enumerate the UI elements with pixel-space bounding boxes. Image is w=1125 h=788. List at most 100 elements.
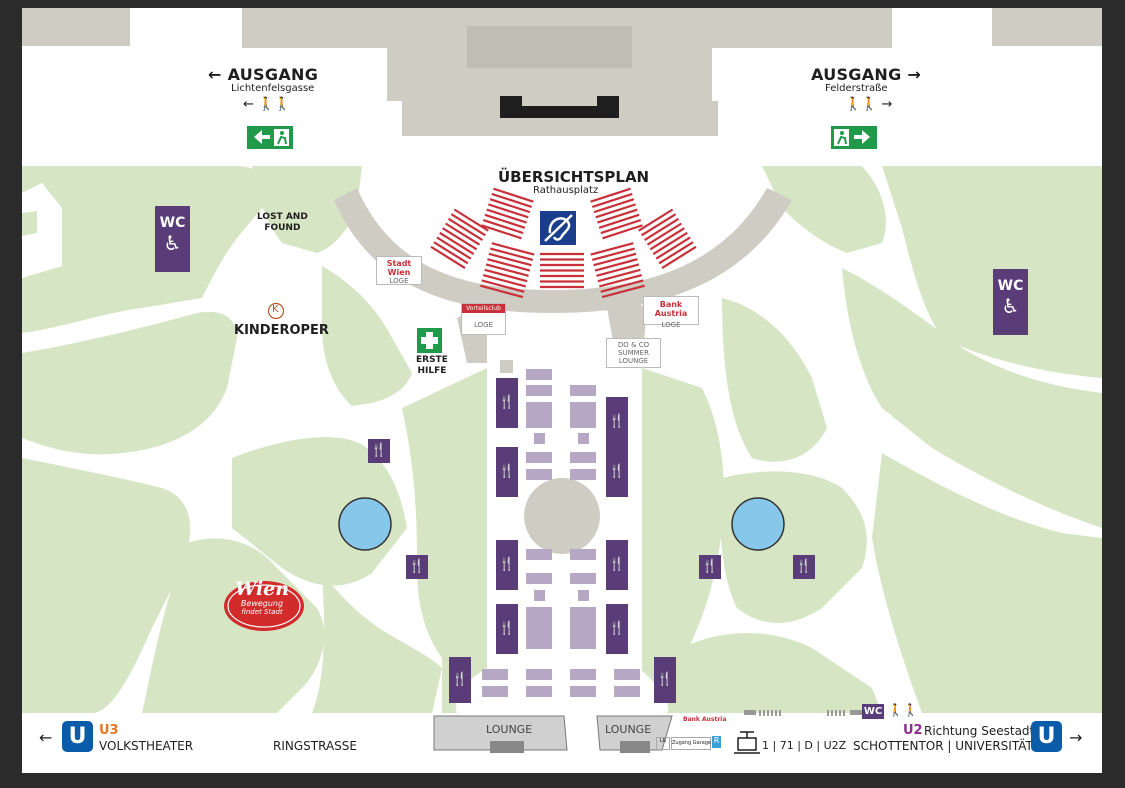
wc-left: WC ♿	[155, 206, 190, 272]
park-areas	[22, 166, 1102, 713]
seat-row	[590, 242, 634, 256]
fountain-left	[338, 497, 392, 551]
fork-icon: 🍴	[496, 604, 518, 654]
stairs-icon-right	[827, 710, 862, 716]
erste-hilfe-label: ERSTE HILFE	[416, 355, 448, 376]
table	[526, 369, 552, 380]
seat-row	[600, 279, 644, 293]
seat-row	[655, 236, 691, 260]
seat-row	[661, 245, 697, 269]
do-co-summer-lounge: DO & CO SUMMER LOUNGE	[606, 338, 661, 368]
tram-icon	[734, 731, 760, 754]
exit-right-title: AUSGANG →	[811, 65, 922, 84]
seat-row	[590, 187, 631, 203]
u3-station-label: VOLKSTHEATER	[99, 739, 194, 753]
seat-row	[600, 219, 642, 235]
table	[500, 360, 513, 373]
u2-stations-label: SCHOTTENTOR | UNIVERSITÄT	[853, 739, 1033, 753]
table	[526, 469, 552, 480]
kinderoper-label: KINDEROPER	[234, 323, 329, 338]
wien-bewegung-logo	[224, 581, 304, 631]
sponsor-bank-austria: Bank Austria	[683, 716, 727, 723]
loge-bank-austria: Bank Austria LOGE	[643, 296, 699, 329]
seat-row	[485, 263, 529, 277]
seat-row	[488, 203, 529, 219]
seat-row	[484, 213, 526, 229]
lost-and-found-label: LOST AND FOUND	[257, 212, 308, 233]
table	[570, 452, 596, 463]
loge-stadt-wien: Stadt Wien LOGE	[376, 256, 422, 285]
u2-direction-label: Richtung Seestadt	[924, 724, 1035, 738]
table	[578, 433, 589, 444]
seat-row	[493, 187, 534, 203]
exit-left-title: ← AUSGANG	[208, 65, 319, 84]
fork-icon: 🍴	[606, 604, 628, 654]
tribune-arc	[334, 188, 792, 313]
fork-icon: 🍴	[496, 447, 518, 497]
exit-right-people-icon: 🚶🚶 →	[845, 97, 893, 112]
sponsor-zugang-garage: Zugang Garage	[671, 737, 711, 750]
seat-row	[482, 274, 526, 288]
seat-block	[590, 187, 643, 240]
wheelchair-icon: ♿	[163, 231, 182, 255]
table	[534, 590, 545, 601]
table	[570, 607, 596, 649]
table	[570, 573, 596, 584]
fountain-right	[731, 497, 785, 551]
table	[570, 686, 596, 697]
table	[526, 573, 552, 584]
seat-row	[602, 224, 643, 240]
seat-row	[597, 208, 638, 224]
exit-right-street: Felderstraße	[825, 83, 888, 94]
table	[570, 669, 596, 680]
food-tables	[482, 360, 640, 697]
wc-bottom: WC	[862, 704, 884, 719]
seat-row	[649, 227, 685, 251]
table	[526, 402, 552, 428]
fork-icon: 🍴	[406, 555, 428, 579]
seat-row	[591, 192, 633, 208]
lounge-right-label: LOUNGE	[605, 723, 652, 736]
table	[526, 549, 552, 560]
seat-row	[594, 258, 638, 272]
seat-block	[481, 187, 534, 240]
seat-row	[489, 198, 531, 214]
table	[570, 402, 596, 428]
seat-row	[482, 219, 524, 235]
plan-title: ÜBERSICHTSPLAN	[498, 168, 650, 186]
seat-row	[652, 231, 688, 255]
seat-row	[453, 208, 489, 232]
ringstrasse-label: RINGSTRASSE	[273, 739, 357, 753]
first-aid-icon	[417, 328, 442, 353]
plan-subtitle: Rathausplatz	[533, 185, 599, 196]
seat-block	[480, 242, 535, 299]
fork-icon: 🍴	[368, 439, 390, 463]
seat-row	[442, 227, 478, 251]
seat-row	[593, 252, 637, 267]
table	[570, 469, 596, 480]
fork-icon: 🍴	[496, 378, 518, 428]
table	[614, 686, 640, 697]
seat-row	[491, 192, 533, 208]
seat-block	[540, 252, 584, 289]
seat-block	[590, 242, 645, 299]
tram-lines-label: 1 | 71 | D | U2Z	[762, 739, 847, 752]
u3-line-label: U3	[99, 723, 119, 738]
seating-blocks	[430, 187, 697, 299]
seat-block	[430, 208, 489, 269]
stage	[500, 96, 619, 118]
table	[526, 607, 552, 649]
sponsor-r: R	[712, 736, 721, 748]
rathaus-buildings	[22, 8, 1102, 136]
seat-row	[597, 268, 641, 283]
exit-left-street: Lichtenfelsgasse	[231, 83, 315, 94]
seat-row	[481, 224, 522, 240]
sponsor-lr: LR	[656, 737, 670, 750]
wien-logo-text: Wien	[234, 578, 290, 600]
table	[614, 669, 640, 680]
fork-icon: 🍴	[793, 555, 815, 579]
wc-right: WC ♿	[993, 269, 1028, 335]
fork-icon: 🍴	[654, 657, 676, 703]
arrow-left: ←	[39, 728, 53, 747]
fork-icon: 🍴	[606, 447, 628, 497]
